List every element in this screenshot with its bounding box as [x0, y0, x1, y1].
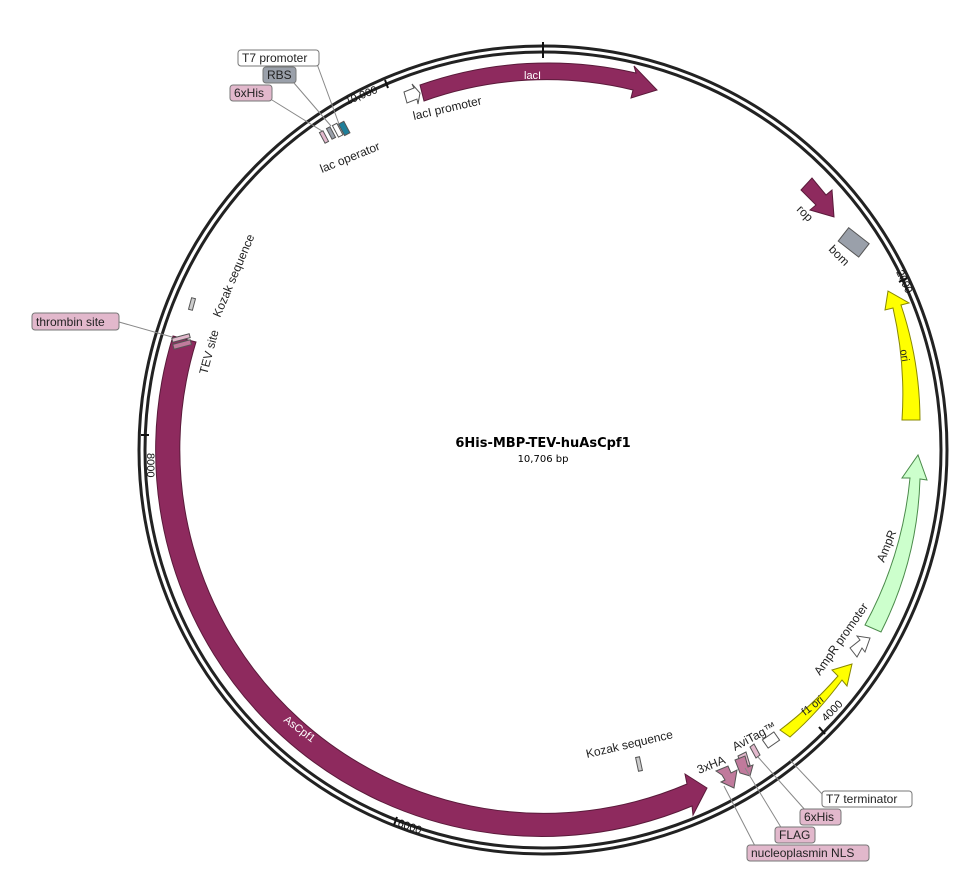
T7-promoter-tag[interactable]: [237, 49, 320, 67]
feature-ori-label: ori: [897, 348, 911, 362]
feature-RBS-box[interactable]: [325, 126, 337, 140]
tick-mark-6000: [393, 816, 398, 826]
thrombin-site-tag[interactable]: [31, 312, 120, 331]
thrombin-site-leader: [118, 321, 173, 338]
FLAG-tag-text: FLAG: [779, 828, 810, 842]
feature-bom-box[interactable]: [837, 226, 870, 258]
feature-Kozak-top-mark: [187, 297, 197, 311]
thrombin-site-tag-text: thrombin site: [36, 315, 105, 329]
RBS-leader: [293, 82, 332, 127]
feature-rop-label: rop: [794, 202, 816, 224]
tick-label-6000: 6000: [396, 817, 423, 836]
tick-label-2000: 2000: [893, 268, 914, 295]
T7-promoter-leader: [316, 63, 340, 125]
feature-Kozak-top-label: Kozak sequence: [210, 232, 258, 319]
6xHis-bottom-tag-text: 6xHis: [804, 810, 834, 824]
feature-ori-arrow[interactable]: [884, 290, 921, 421]
feature-lac-operator-label: lac operator: [318, 139, 382, 176]
plasmid-length: 10,706 bp: [518, 454, 569, 465]
nucleoplasmin-NLS-tag-text: nucleoplasmin NLS: [751, 846, 854, 860]
T7-terminator-leader: [789, 759, 825, 797]
RBS-tag-text: RBS: [267, 68, 292, 82]
feature-TEV-site-box[interactable]: [172, 339, 193, 350]
6xHis-bottom-leader: [757, 756, 807, 812]
feature-f1-ori-arrow[interactable]: [779, 663, 853, 738]
feature-AviTag-arrow[interactable]: [734, 755, 754, 777]
6xHis-top-tag-text: 6xHis: [234, 86, 264, 100]
6xHis-top-leader: [271, 99, 323, 132]
tick-label-8000: 8000: [144, 453, 156, 477]
feature-6xHis-bottom-arrow[interactable]: [749, 743, 761, 759]
FLAG-tag[interactable]: [774, 826, 816, 844]
feature-AsCpf1-arrow[interactable]: [155, 335, 708, 837]
6xHis-bottom-tag[interactable]: [799, 808, 842, 826]
plasmid-name: 6His-MBP-TEV-huAsCpf1: [455, 436, 630, 451]
feature-AmpR-arrow[interactable]: [864, 453, 928, 633]
tick-mark-10000: [384, 79, 389, 89]
tick-mark-2000: [898, 277, 908, 283]
feature-TEV-site-label: TEV site: [196, 328, 221, 376]
feature-T7-promoter-box[interactable]: [331, 122, 344, 138]
nucleoplasmin-NLS-leader: [723, 785, 756, 847]
T7-terminator-tag-text: T7 terminator: [826, 792, 897, 806]
feature-Kozak-bottom-label: Kozak sequence: [585, 727, 675, 761]
feature-rop-arrow[interactable]: [800, 177, 835, 218]
nucleoplasmin-NLS-tag[interactable]: [746, 844, 870, 862]
feature-thrombin-site-box[interactable]: [171, 333, 191, 343]
feature-lacI-label: lacI: [524, 70, 541, 82]
feature-lacI-promoter-label: lacI promoter: [412, 94, 483, 123]
feature-AmpR-promoter-arrow[interactable]: [849, 635, 871, 658]
T7-terminator-tag[interactable]: [821, 790, 913, 808]
tick-mark-4000: [818, 726, 826, 735]
feature-3xHA-arrow[interactable]: [714, 765, 738, 789]
T7-promoter-tag-text: T7 promoter: [242, 51, 307, 65]
feature-T7-terminator-box[interactable]: [761, 731, 781, 749]
feature-lacI-promoter-arrow[interactable]: [403, 83, 421, 105]
feature-lac-operator-box[interactable]: [337, 120, 351, 137]
FLAG-leader: [744, 767, 783, 830]
feature-Kozak-bottom-mark: [634, 756, 644, 772]
6xHis-top-tag[interactable]: [229, 84, 273, 102]
RBS-tag[interactable]: [262, 66, 297, 84]
feature-lacI-arrow[interactable]: [419, 62, 658, 102]
feature-6xHis-top-box[interactable]: [318, 130, 330, 144]
